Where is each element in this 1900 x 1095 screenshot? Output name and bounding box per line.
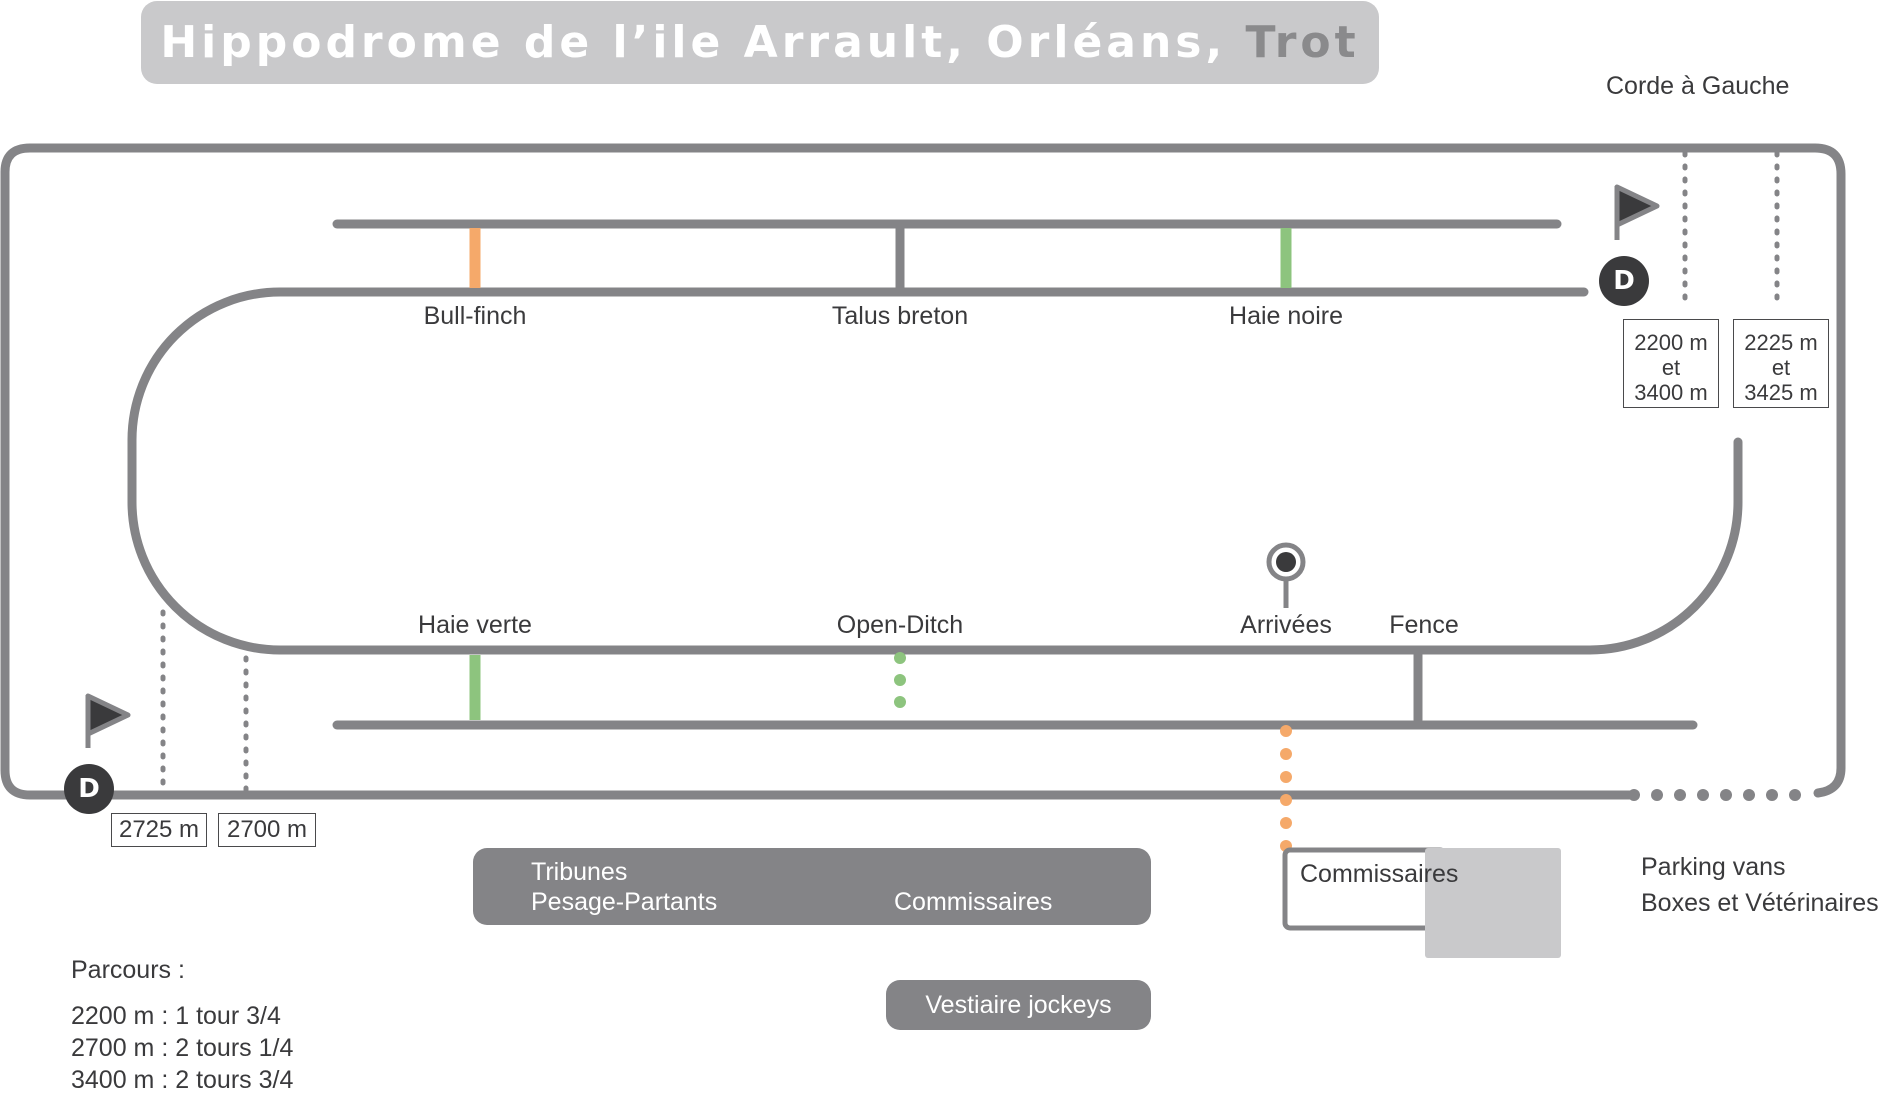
label-haie-noire: Haie noire bbox=[1229, 302, 1343, 330]
orange-dotted-path bbox=[1280, 725, 1292, 852]
title-banner: Hippodrome de l’ile Arrault, Orléans, Tr… bbox=[141, 1, 1379, 84]
vestiaire-building: Vestiaire jockeys bbox=[886, 980, 1151, 1030]
parking-label-line2: Boxes et Vétérinaires bbox=[1641, 889, 1879, 917]
start-flag-right bbox=[1614, 184, 1660, 240]
grey-dotted-path-bottom bbox=[1628, 789, 1801, 801]
label-bull-finch: Bull-finch bbox=[423, 302, 527, 330]
legend-item: 2700 m : 2 tours 1/4 bbox=[71, 1034, 294, 1062]
legend-heading: Parcours : bbox=[71, 956, 185, 984]
start-badge-left: D bbox=[64, 764, 114, 814]
parking-label-line1: Parking vans bbox=[1641, 853, 1786, 881]
open-ditch-dots bbox=[894, 652, 906, 708]
start-flag-left bbox=[85, 693, 131, 748]
page-title: Hippodrome de l’ile Arrault, Orléans, Tr… bbox=[160, 17, 1360, 68]
start-distance-box-left-2: 2700 m bbox=[218, 813, 316, 847]
tribunes-commissaires-label: Commissaires bbox=[894, 888, 1053, 916]
corde-label: Corde à Gauche bbox=[1606, 72, 1790, 100]
label-fence: Fence bbox=[1389, 611, 1459, 639]
start-distance-box-left-1: 2725 m bbox=[111, 813, 207, 847]
legend-item: 2200 m : 1 tour 3/4 bbox=[71, 1002, 281, 1030]
finish-pin-dot bbox=[1276, 552, 1296, 572]
commissaires-right-fill bbox=[1425, 848, 1561, 958]
inner-track bbox=[127, 287, 1743, 655]
start-badge-right: D bbox=[1599, 256, 1649, 306]
outer-perimeter bbox=[0, 143, 1846, 800]
tribunes-label: Tribunes bbox=[531, 858, 628, 886]
label-open-ditch: Open-Ditch bbox=[836, 611, 964, 639]
legend-item: 3400 m : 2 tours 3/4 bbox=[71, 1066, 294, 1094]
label-talus-breton: Talus breton bbox=[831, 302, 969, 330]
vestiaire-label: Vestiaire jockeys bbox=[925, 991, 1112, 1019]
commissaires-right-label: Commissaires bbox=[1300, 860, 1459, 888]
tribunes-building: Tribunes Pesage-Partants Commissaires bbox=[473, 848, 1151, 925]
pesage-partants-label: Pesage-Partants bbox=[531, 888, 718, 916]
label-arrivees: Arrivées bbox=[1240, 611, 1332, 639]
label-haie-verte: Haie verte bbox=[418, 611, 532, 639]
